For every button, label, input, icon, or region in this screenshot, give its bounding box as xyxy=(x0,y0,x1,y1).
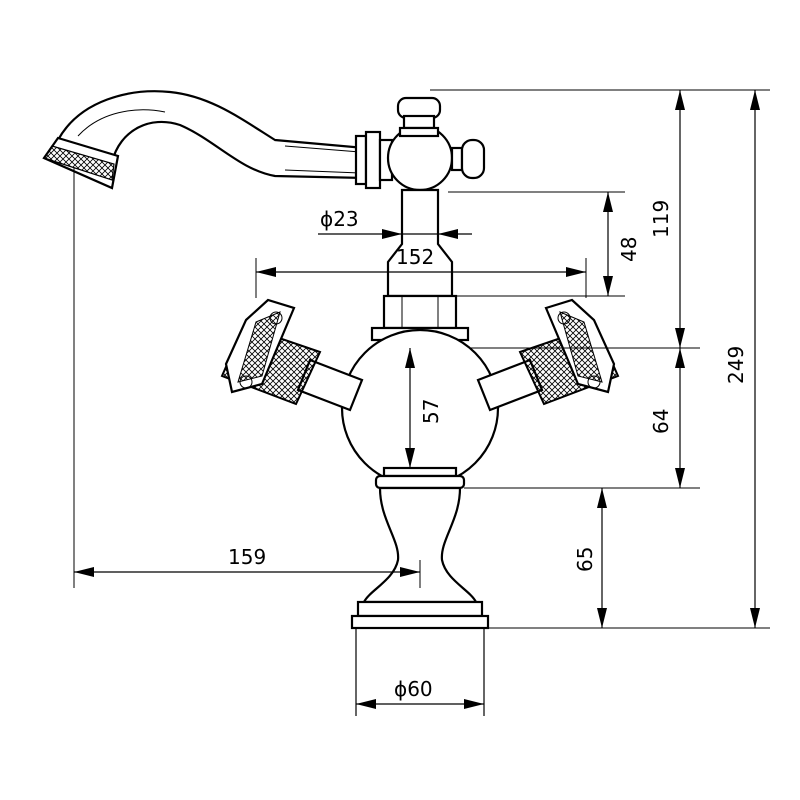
dim-label-119: 119 xyxy=(649,200,673,238)
spout-collar xyxy=(354,130,394,190)
faucet-outline xyxy=(42,90,620,716)
dim-label-152: 152 xyxy=(396,245,434,269)
dim-label-57: 57 xyxy=(419,399,443,424)
right-handle xyxy=(476,298,620,412)
lower-collar xyxy=(374,466,466,490)
dim-label-65: 65 xyxy=(573,547,597,572)
dim-label-64: 64 xyxy=(649,409,673,434)
left-handle xyxy=(220,298,364,412)
dim-label-diameter-23: ϕ23 xyxy=(320,207,359,231)
dim-label-249: 249 xyxy=(724,346,748,384)
aerator xyxy=(42,136,120,190)
dimension-labels: ϕ23 152 159 ϕ60 48 119 249 57 64 65 xyxy=(228,200,748,701)
base-pedestal xyxy=(350,486,490,716)
dimension-lines xyxy=(73,89,770,709)
stem-neck xyxy=(370,188,470,342)
dim-label-159: 159 xyxy=(228,545,266,569)
dim-label-48: 48 xyxy=(617,237,641,262)
top-head xyxy=(386,96,486,192)
dim-label-diameter-60: ϕ60 xyxy=(394,677,433,701)
